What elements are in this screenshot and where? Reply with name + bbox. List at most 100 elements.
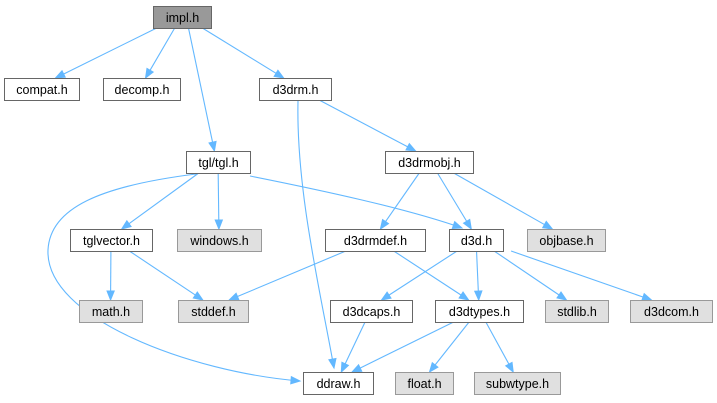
edge-line xyxy=(249,175,463,229)
edge-tglvector-to-stddef xyxy=(129,250,204,301)
edge-line xyxy=(434,321,470,367)
edge-d3drmdef-to-stddef xyxy=(227,250,347,301)
node-objbase: objbase.h xyxy=(527,229,606,252)
edge-d3dtypes-to-ddraw xyxy=(350,321,454,373)
edge-arrowhead xyxy=(556,291,568,301)
edge-arrowhead xyxy=(458,291,470,301)
node-box xyxy=(545,300,609,323)
edge-d3dtypes-to-float xyxy=(428,321,470,374)
edge-d3drmdef-to-d3dtypes xyxy=(393,250,470,301)
node-box xyxy=(4,78,80,101)
node-box xyxy=(630,300,713,323)
node-d3dcom: d3dcom.h xyxy=(630,300,713,323)
edge-arrowhead xyxy=(428,361,439,374)
node-label: windows.h xyxy=(189,234,248,248)
edge-arrowhead xyxy=(504,361,514,374)
node-label: d3drmobj.h xyxy=(398,156,461,170)
edge-arrowhead xyxy=(192,291,204,301)
edge-arrowhead xyxy=(350,363,363,373)
node-label: stdlib.h xyxy=(557,305,597,319)
edge-line xyxy=(475,250,479,293)
edge-tglvector-to-math xyxy=(106,250,115,302)
node-label: compat.h xyxy=(16,83,67,97)
edge-arrowhead xyxy=(462,218,472,231)
edge-arrowhead xyxy=(379,218,390,231)
node-box xyxy=(449,229,504,252)
edge-d3drmobj-to-d3d xyxy=(436,172,472,231)
node-d3drmdef[interactable]: d3drmdef.h xyxy=(325,229,426,252)
node-box xyxy=(79,300,143,323)
node-stddef: stddef.h xyxy=(178,300,249,323)
node-decomp[interactable]: decomp.h xyxy=(103,78,181,101)
edge-line xyxy=(393,250,463,297)
edge-impl-to-decomp xyxy=(144,27,176,80)
node-label: stddef.h xyxy=(191,305,236,319)
node-label: d3dcaps.h xyxy=(343,305,401,319)
edge-d3d-to-d3dcom xyxy=(510,250,653,301)
node-ddraw[interactable]: ddraw.h xyxy=(303,372,374,395)
edge-arrowhead xyxy=(405,142,417,152)
node-box xyxy=(474,372,561,395)
edge-impl-to-tgl xyxy=(187,27,217,153)
edge-line xyxy=(359,321,454,369)
edge-arrowhead xyxy=(290,375,302,385)
edge-d3drm-to-ddraw xyxy=(297,100,337,370)
node-stdlib: stdlib.h xyxy=(545,300,609,323)
edge-line xyxy=(62,27,157,75)
node-compat[interactable]: compat.h xyxy=(4,78,80,101)
node-impl: impl.h xyxy=(153,6,212,29)
node-d3drmobj[interactable]: d3drmobj.h xyxy=(385,151,474,174)
edge-line xyxy=(318,99,409,148)
node-label: d3d.h xyxy=(461,234,492,248)
node-box xyxy=(103,78,181,101)
node-label: subwtype.h xyxy=(486,377,549,391)
edge-line xyxy=(149,27,176,72)
node-box xyxy=(385,151,474,174)
node-d3d[interactable]: d3d.h xyxy=(449,229,504,252)
edge-arrowhead xyxy=(144,67,155,80)
node-label: objbase.h xyxy=(539,234,593,248)
edge-line xyxy=(129,250,197,297)
edge-line xyxy=(236,250,347,298)
node-tglvector[interactable]: tglvector.h xyxy=(70,229,153,252)
edge-tgl-to-tglvector xyxy=(120,172,200,230)
node-label: d3dtypes.h xyxy=(449,305,510,319)
node-box xyxy=(527,229,606,252)
node-d3dtypes[interactable]: d3dtypes.h xyxy=(435,300,524,323)
edge-arrowhead xyxy=(120,219,132,230)
node-label: tglvector.h xyxy=(83,234,140,248)
node-tgl[interactable]: tgl/tgl.h xyxy=(186,151,251,174)
edge-arrowhead xyxy=(541,220,554,230)
edge-d3d-to-d3dcaps xyxy=(380,250,458,301)
edges-layer xyxy=(47,27,653,385)
node-d3drm[interactable]: d3drm.h xyxy=(259,78,332,101)
edge-line xyxy=(510,250,645,298)
edge-tgl-to-windows xyxy=(214,172,224,231)
edge-line xyxy=(217,172,220,222)
node-label: tgl/tgl.h xyxy=(198,156,238,170)
edge-line xyxy=(436,172,468,223)
edge-d3drm-to-d3drmobj xyxy=(318,99,417,152)
nodes-layer: impl.h compat.h decomp.h d3drm.h tgl/tgl.h d3… xyxy=(4,6,713,395)
edge-arrowhead xyxy=(106,290,115,302)
node-box xyxy=(435,300,524,323)
edge-arrowhead xyxy=(340,361,350,374)
edge-line xyxy=(453,172,546,226)
node-box xyxy=(259,78,332,101)
edge-arrowhead xyxy=(214,219,224,231)
edge-arrowhead xyxy=(208,140,217,153)
edge-arrowhead xyxy=(380,291,392,301)
edge-impl-to-compat xyxy=(54,27,157,79)
edge-line xyxy=(47,173,301,382)
edge-d3d-to-stdlib xyxy=(493,250,568,301)
node-box xyxy=(70,229,153,252)
node-label: d3dcom.h xyxy=(644,305,699,319)
node-label: d3drm.h xyxy=(273,83,319,97)
node-label: d3drmdef.h xyxy=(344,234,407,248)
edge-line xyxy=(344,321,366,366)
node-label: math.h xyxy=(92,305,130,319)
node-math: math.h xyxy=(79,300,143,323)
edge-line xyxy=(202,27,278,75)
node-d3dcaps[interactable]: d3dcaps.h xyxy=(330,300,413,323)
